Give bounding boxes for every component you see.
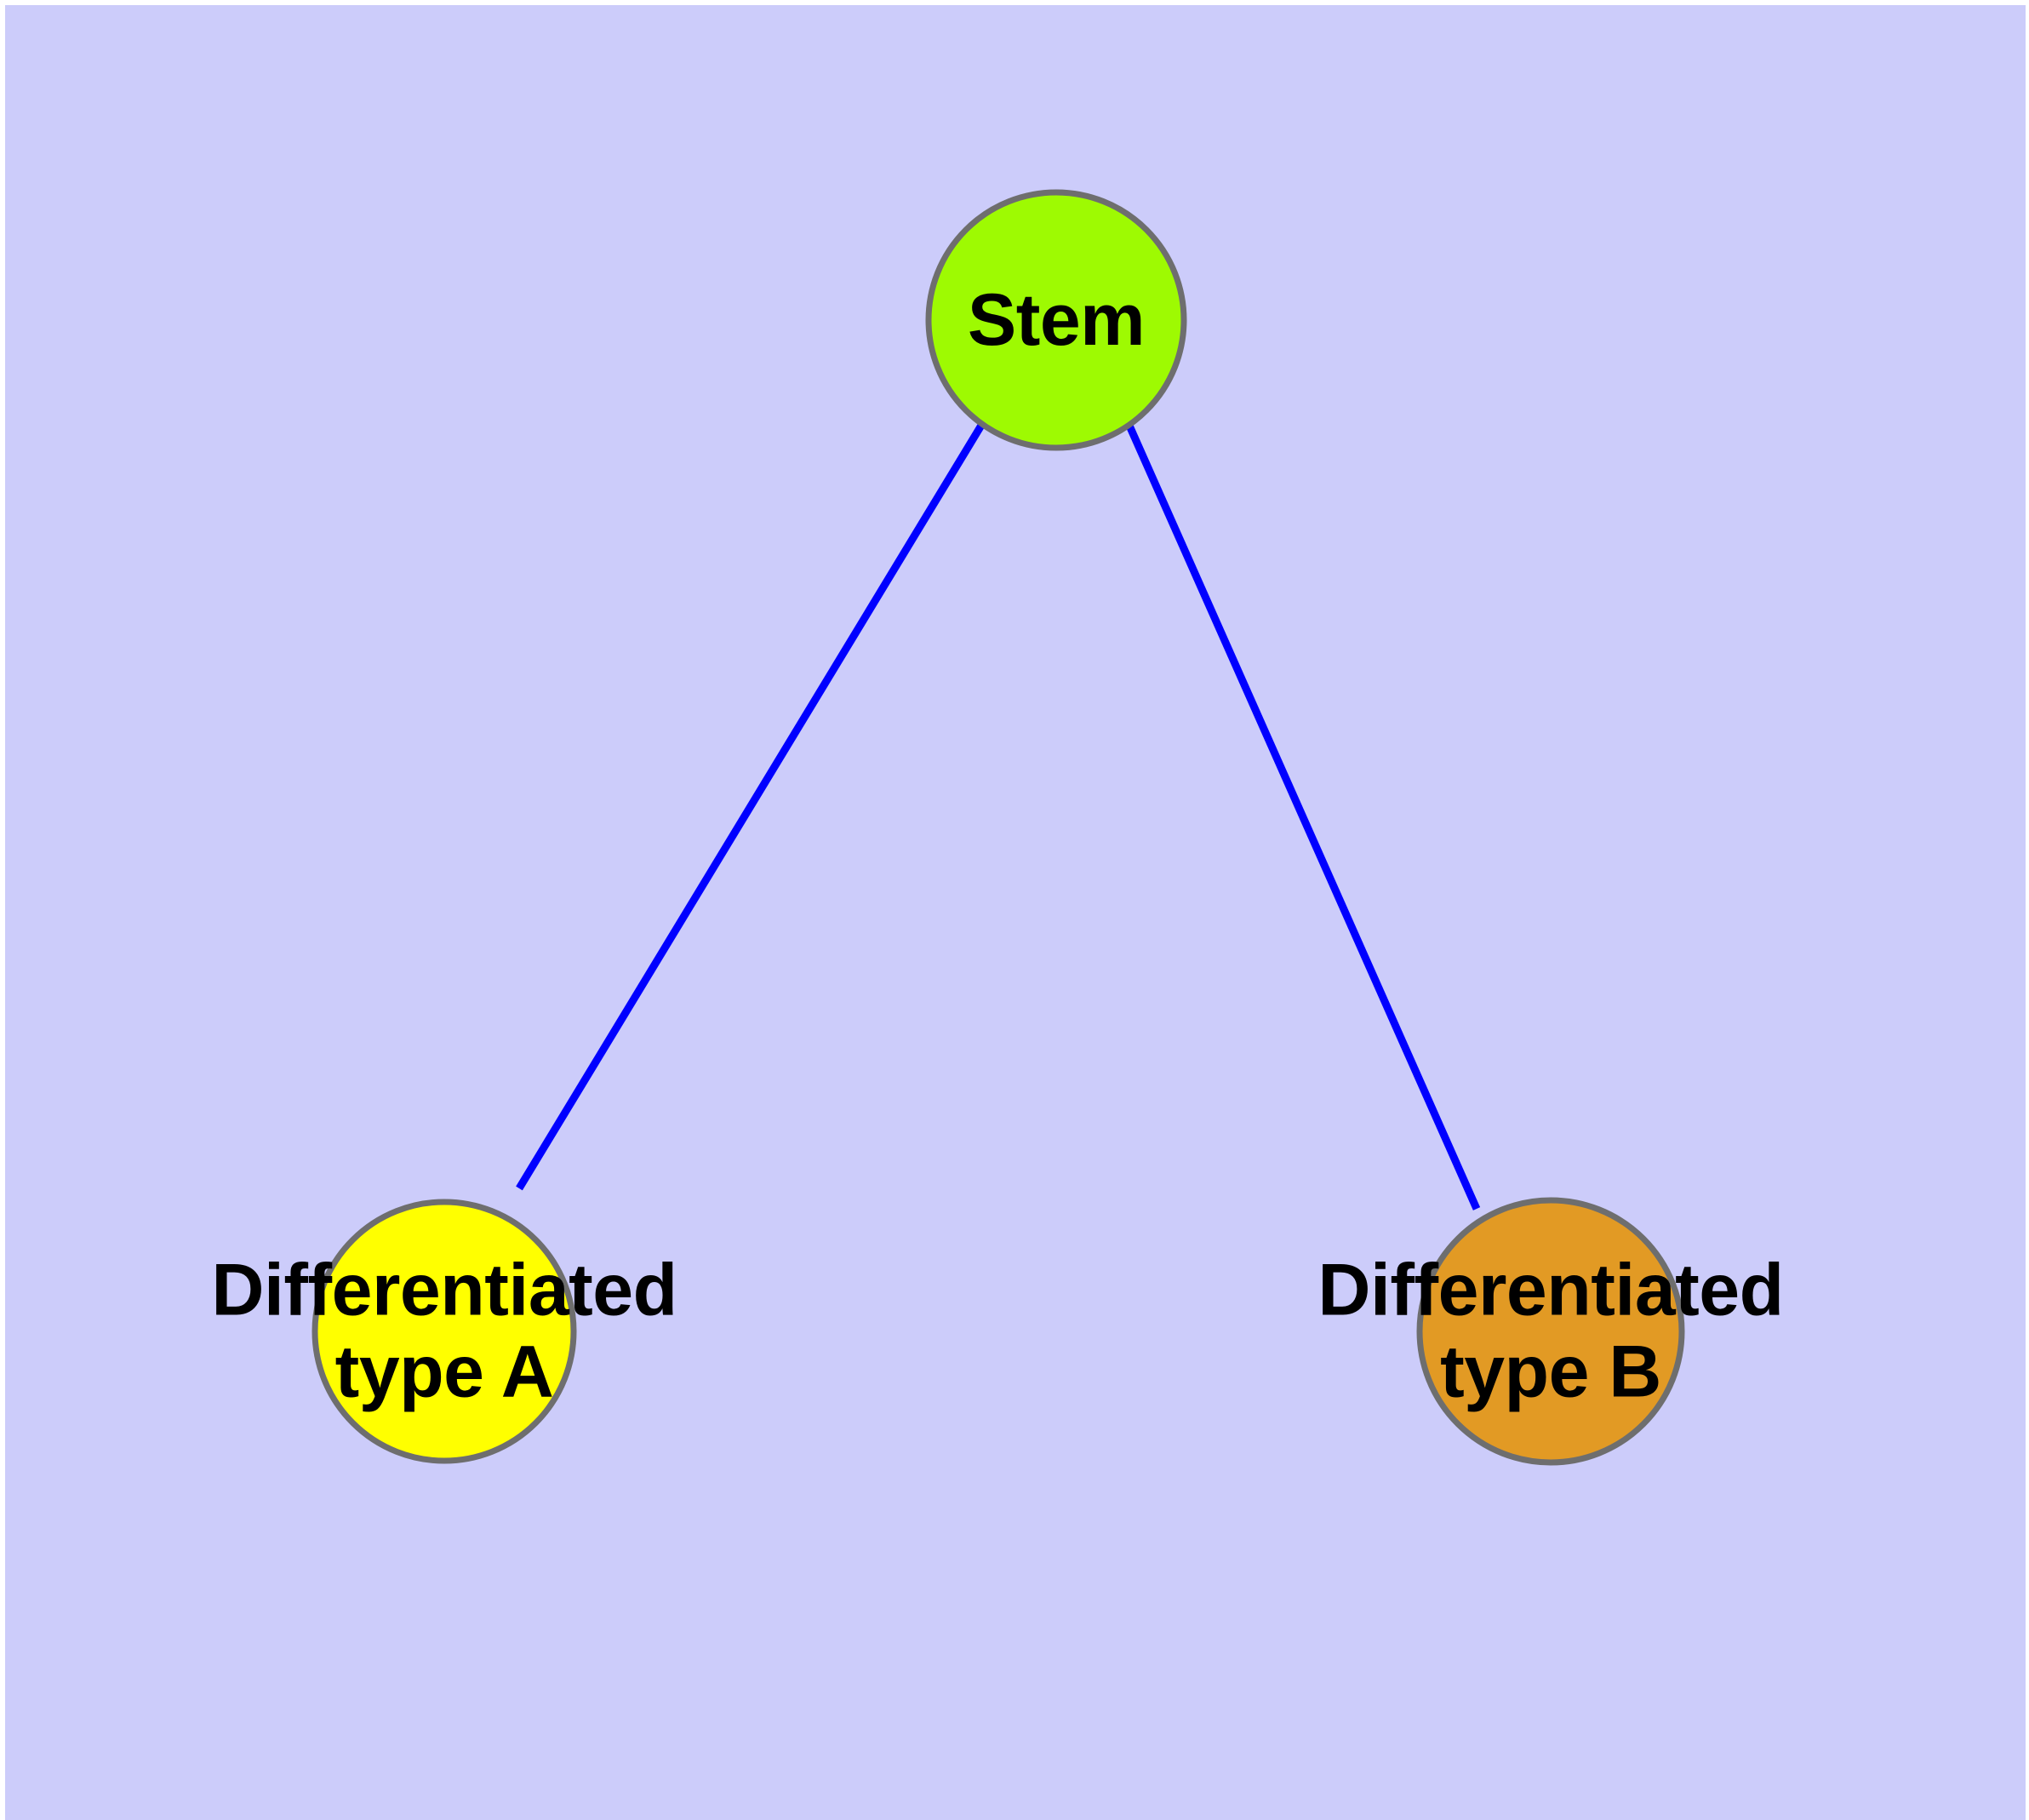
node-differentiated-type-a[interactable] — [311, 1199, 577, 1464]
edge-stem-to-differentiated-type-a[interactable] — [516, 421, 986, 1191]
node-layer — [311, 189, 1685, 1466]
edge-layer — [516, 421, 1481, 1210]
node-stem[interactable] — [925, 189, 1187, 451]
node-differentiated-type-b[interactable] — [1416, 1197, 1685, 1466]
edge-stem-to-differentiated-type-b[interactable] — [1125, 424, 1481, 1210]
graph-svg — [311, 189, 1685, 1466]
